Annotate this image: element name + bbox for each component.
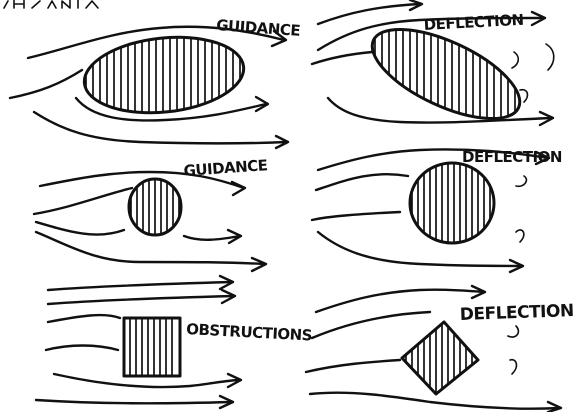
panel-guidance-circle: GUIDANCE [34, 156, 268, 271]
eddy-icon [516, 176, 526, 186]
flow-line [312, 52, 372, 64]
circle-obstacle [410, 163, 494, 243]
flow-line [316, 174, 408, 190]
arrowhead [548, 402, 561, 412]
ellipse-obstacle [81, 30, 248, 120]
label-deflection: DEFLECTION [459, 301, 573, 325]
eddy-icon [546, 44, 554, 70]
cropped-title-strokes [4, 0, 98, 8]
panel-deflection-circle: DEFLECTION [312, 148, 562, 272]
flow-line [10, 70, 82, 98]
eddy-icon [508, 326, 518, 337]
flow-line [36, 222, 124, 235]
flow-line [34, 112, 286, 144]
flow-line [46, 346, 118, 351]
eddy-icon [516, 230, 524, 242]
eddy-icon [510, 360, 516, 374]
flow-line [34, 188, 132, 214]
flow-line [312, 312, 430, 338]
flow-line [48, 315, 120, 322]
panel-deflection-ellipse: DEFLECTION [312, 0, 554, 137]
panel-deflection-diamond: DEFLECTION [306, 286, 574, 412]
flow-line [306, 360, 400, 372]
label-deflection: DEFLECTION [423, 11, 524, 34]
arrowhead [232, 182, 245, 195]
flow-line [318, 232, 522, 266]
eddy-icon [512, 52, 518, 68]
panel-guidance-ellipse: GUIDANCE [10, 16, 301, 148]
flow-line [48, 282, 232, 290]
panel-obstructions-square: OBSTRUCTIONS [36, 276, 312, 408]
flow-line [312, 212, 400, 220]
label-deflection: DEFLECTION [462, 148, 562, 166]
label-obstructions: OBSTRUCTIONS [186, 320, 313, 345]
flow-line [184, 236, 240, 240]
flow-line [36, 400, 232, 403]
label-guidance: GUIDANCE [183, 156, 268, 180]
flow-line [48, 296, 234, 304]
label-guidance: GUIDANCE [216, 16, 301, 40]
